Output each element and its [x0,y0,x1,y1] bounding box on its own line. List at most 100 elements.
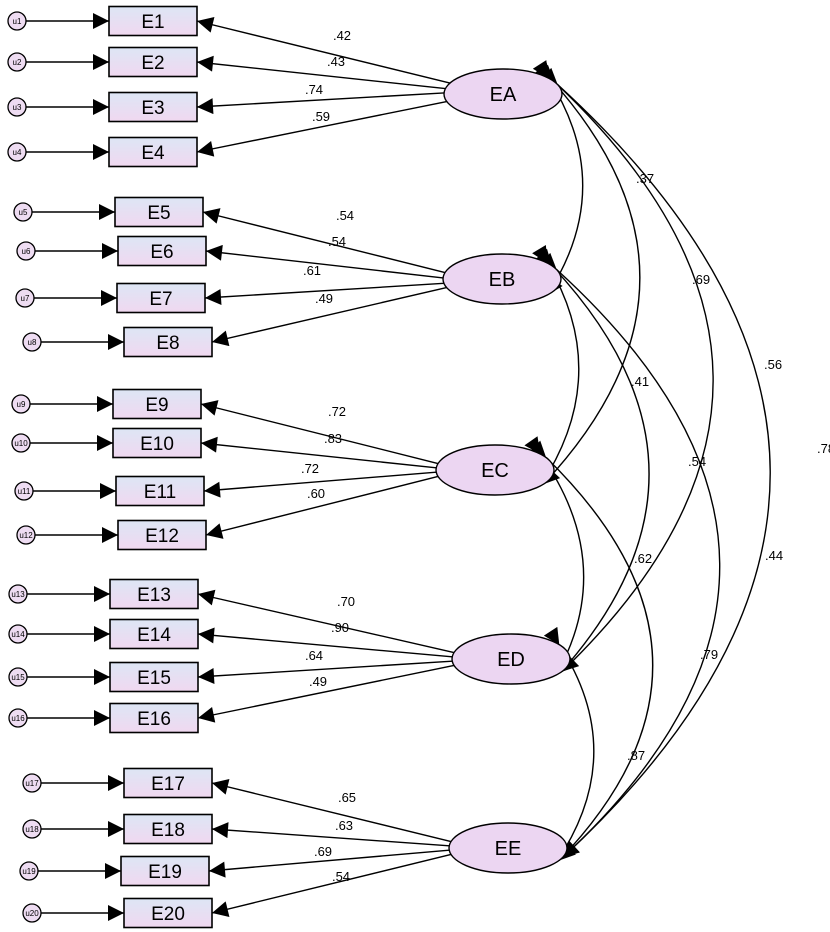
covariance-ea-ee [540,67,771,858]
error-term [16,525,36,545]
indicator-box [123,326,213,358]
indicator-label: E12 [145,526,179,547]
covariance-label: .62 [634,551,652,566]
indicator-label: E3 [141,98,164,119]
indicator-label: E19 [148,862,182,883]
latent-label: EC [481,460,509,482]
error-term-label: u14 [11,630,25,639]
error-term [7,142,27,162]
indicator-box [109,661,199,693]
covariance-ea-ec [534,62,641,485]
indicator-box [109,618,199,650]
latent-label: EE [495,838,522,860]
indicator-box [112,427,202,459]
loading-path [211,779,452,843]
loading-path [197,589,455,654]
loading-path [211,286,447,347]
covariance-label: .87 [627,748,645,763]
error-term [8,708,28,728]
loading-coefficient: .74 [305,82,323,97]
latent-ec [435,444,555,496]
covariance-label: .79 [700,647,718,662]
error-term-label: u20 [25,909,39,918]
loading-coefficient: .63 [335,818,353,833]
loading-coefficient: .61 [303,263,321,278]
indicator-label: E14 [137,625,171,646]
latent-label: EB [489,269,516,291]
loading-path [197,660,453,684]
error-term-label: u12 [19,531,33,540]
indicator-box [108,46,198,78]
indicator-label: E9 [145,395,168,416]
covariance-label: .56 [764,357,782,372]
error-term [11,433,31,453]
latent-ee [448,822,568,874]
error-term-label: u7 [21,294,30,303]
loading-path [208,849,450,878]
loading-path [200,400,439,465]
indicator-box [108,136,198,168]
indicator-label: E1 [141,12,164,33]
error-term [22,819,42,839]
latent-label: ED [497,649,525,671]
latent-eb [442,253,562,305]
indicator-box [117,519,207,551]
loading-coefficient: .42 [333,28,351,43]
label-layer: .37.69.56.78.41.54.44.62.79.87u1E1.42u2E… [11,12,830,925]
loading-path [196,55,446,90]
error-term [22,903,42,923]
indicator-box [109,702,199,734]
covariance-label: .37 [636,171,654,186]
indicator-label: E5 [147,203,170,224]
loading-path [211,822,450,847]
error-term-label: u11 [18,487,31,496]
indicator-label: E11 [144,482,176,503]
error-term [22,332,42,352]
error-term [19,861,39,881]
indicator-label: E18 [151,820,185,841]
error-term-label: u16 [11,714,25,723]
indicator-box [114,196,204,228]
covariance-layer [524,60,771,863]
error-term [7,52,27,72]
indicator-label: E6 [150,242,173,263]
indicator-label: E16 [137,709,171,730]
loading-path [196,100,447,157]
indicator-label: E10 [140,434,174,455]
loading-coefficient: .54 [332,869,350,884]
indicator-label: E8 [156,333,179,354]
error-term [8,624,28,644]
loading-path [205,244,444,279]
latent-label: EA [490,84,517,106]
error-term-label: u5 [19,208,28,217]
loading-coefficient: .59 [312,109,330,124]
indicator-label: E2 [141,53,164,74]
indicator-label: E15 [137,668,171,689]
error-term-label: u19 [22,867,36,876]
loading-coefficient: .43 [327,54,345,69]
loading-path [196,92,445,115]
covariance-ec-ee [529,440,654,861]
indicator-box [109,578,199,610]
node-layer [7,5,571,929]
error-term-label: u18 [25,825,39,834]
indicator-label: E4 [141,143,165,164]
loading-coefficient: .64 [305,648,323,663]
error-term [8,667,28,687]
error-term-label: u13 [11,590,25,599]
indicator-box [112,388,202,420]
error-term-label: u2 [13,58,22,67]
error-term-label: u9 [17,400,26,409]
covariance-label: .78 [817,441,830,456]
indicator-box [117,235,207,267]
covariance-label: .44 [765,548,783,563]
error-term-label: u8 [28,338,37,347]
loading-coefficient: .65 [338,790,356,805]
loading-path [204,282,444,306]
loading-path [197,664,455,723]
error-term-label: u4 [13,148,22,157]
error-term [8,584,28,604]
covariance-ed-ee [543,626,595,863]
indicator-label: E13 [137,585,171,606]
